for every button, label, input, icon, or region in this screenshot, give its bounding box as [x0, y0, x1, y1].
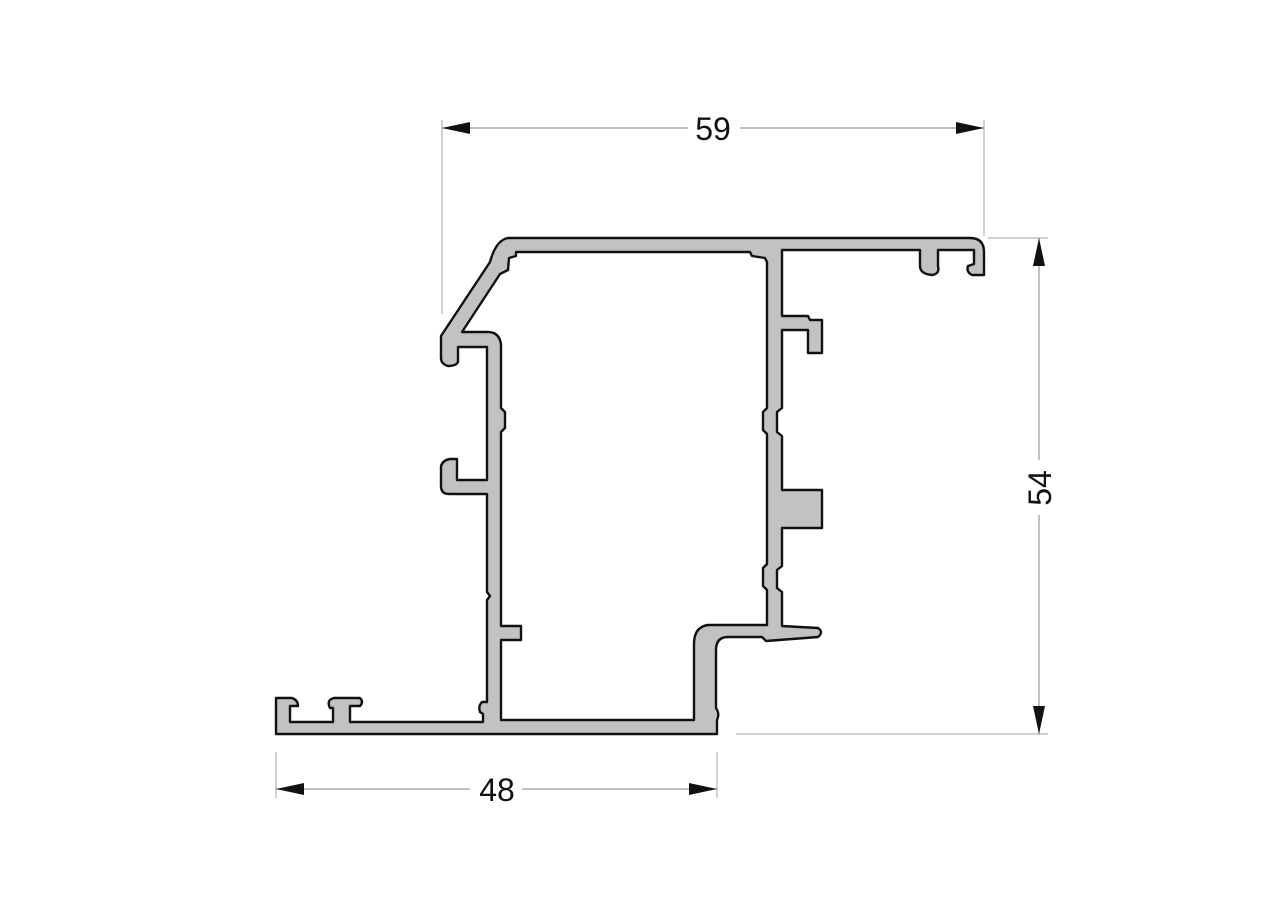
arrow-left-icon [276, 783, 304, 795]
arrow-right-icon [956, 122, 984, 134]
arrow-left-icon [442, 122, 470, 134]
profile-main-chamber [460, 250, 769, 722]
arrow-down-icon [1033, 706, 1045, 734]
dimension-label-54: 54 [1022, 470, 1058, 506]
dimension-top-width: 59 [441, 111, 985, 314]
dimension-right-height: 54 [736, 237, 1058, 735]
dimension-bottom-width: 48 [275, 752, 718, 808]
arrow-right-icon [689, 783, 717, 795]
dimension-label-59: 59 [695, 111, 731, 147]
dimension-label-48: 48 [479, 772, 515, 808]
profile-section [274, 236, 986, 736]
arrow-up-icon [1033, 238, 1045, 266]
